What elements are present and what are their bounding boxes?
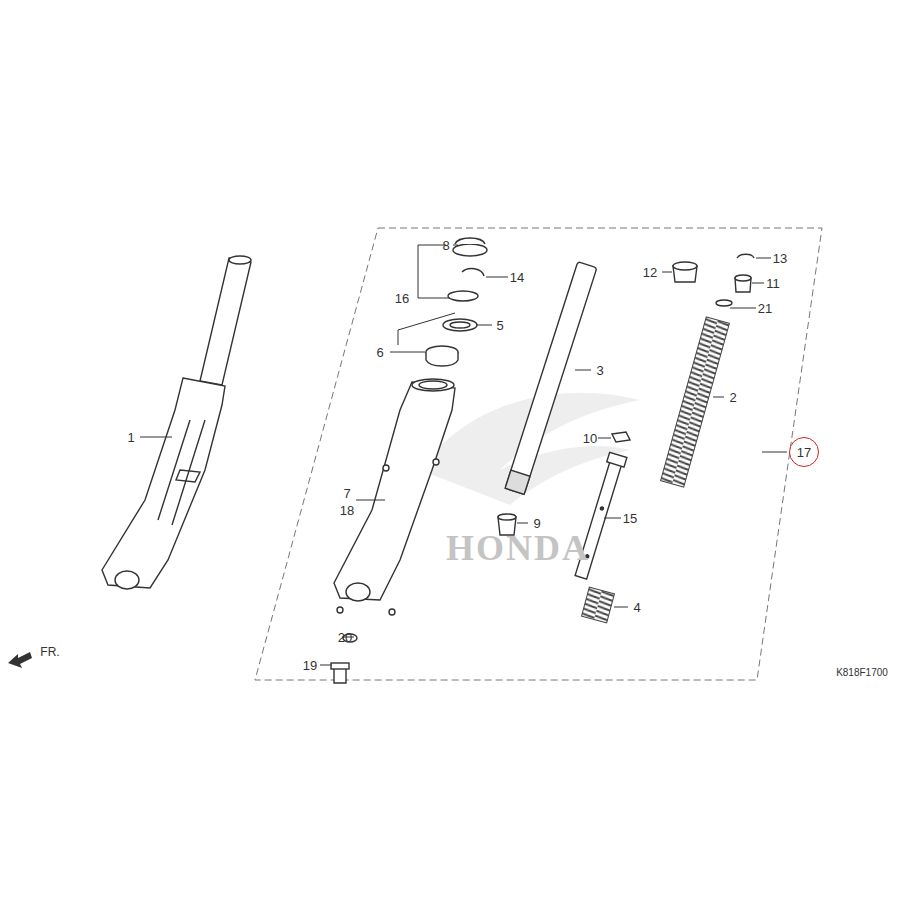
callout-number: 20	[338, 631, 352, 644]
callout-number: 14	[510, 271, 524, 284]
callout-number: 10	[583, 432, 597, 445]
callout-number: 19	[303, 659, 317, 672]
callout-number: 5	[496, 319, 503, 332]
callout-number: 15	[623, 512, 637, 525]
callout-number: 8	[442, 239, 449, 252]
callout-number: 13	[773, 252, 787, 265]
direction-label: FR.	[40, 646, 59, 658]
callout-number: 2	[729, 391, 736, 404]
callout-number: 7	[343, 487, 350, 500]
callout-number: 6	[376, 346, 383, 359]
callout-number: 3	[596, 364, 603, 377]
diagram-code: K818F1700	[836, 668, 888, 678]
callout-number: 1	[127, 431, 134, 444]
callout-number: 18	[340, 504, 354, 517]
callout-number: 4	[633, 601, 640, 614]
callout-number: 9	[533, 517, 540, 530]
callout-number: 11	[766, 277, 780, 290]
callout-number: 12	[643, 266, 657, 279]
callout-number: 16	[395, 292, 409, 305]
watermark: HONDA	[446, 530, 590, 566]
callout-circle: 17	[789, 437, 819, 467]
callout-number: 17	[797, 446, 811, 459]
callout-number: 21	[758, 302, 772, 315]
